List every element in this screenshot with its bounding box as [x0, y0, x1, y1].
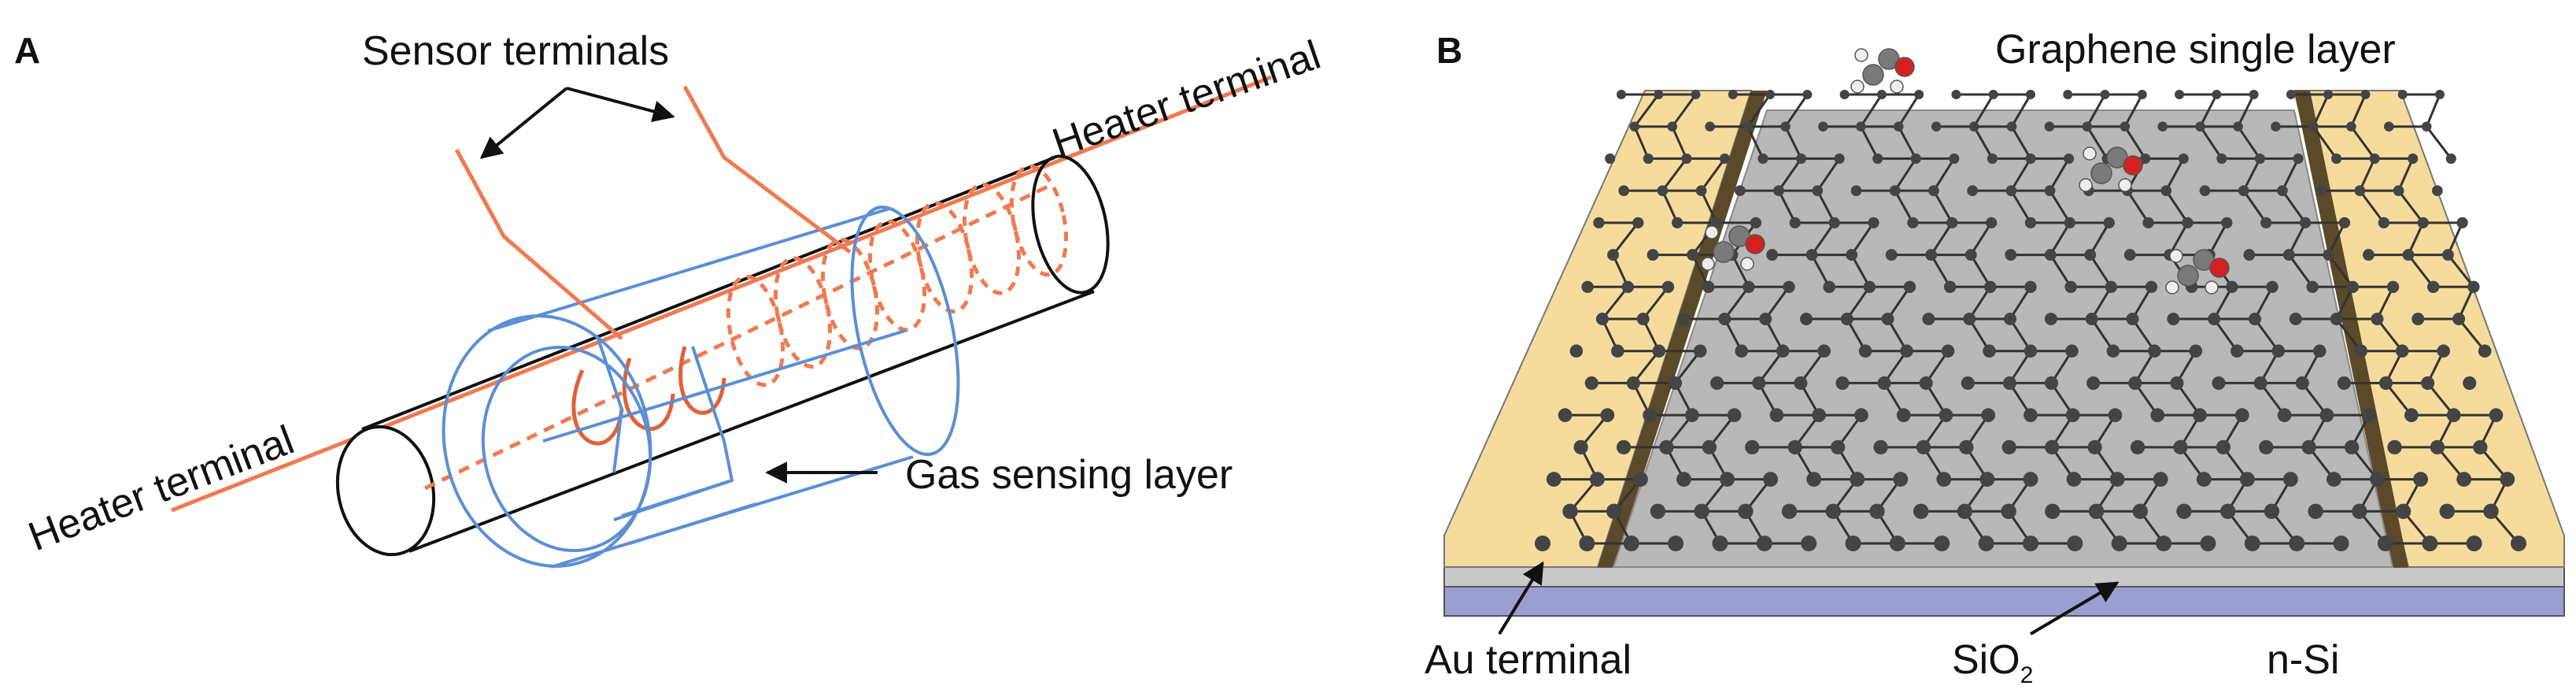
coil-guide-lines [423, 183, 1052, 491]
panel-a-letter: A [14, 30, 40, 71]
sensor-terminals-label: Sensor terminals [362, 28, 669, 74]
sio2-label: SiO2 [1952, 637, 2033, 688]
adsorbed-molecule [2165, 249, 2230, 295]
sensor-terminals-arrows [479, 87, 675, 159]
heater-terminal-left-label: Heater terminal [23, 417, 301, 561]
adsorbed-molecule [1850, 48, 1915, 94]
coil-loop [1009, 164, 1069, 277]
heater-coil [726, 164, 1069, 387]
ceramic-tube [335, 154, 1110, 557]
au-terminal-label: Au terminal [1425, 637, 1632, 683]
panel-b-letter: B [1436, 30, 1462, 71]
adsorbed-molecule [1701, 225, 1765, 271]
sensor-terminal-wires [454, 85, 852, 340]
heater-terminal-right-label: Heater terminal [1047, 32, 1326, 167]
graphene-lattice [1535, 90, 2526, 551]
au-terminal-right-wall [2294, 91, 2408, 567]
lattice-atoms [1535, 90, 2526, 551]
graphene-single-layer-label: Graphene single layer [1995, 27, 2396, 72]
n-si-label: n-Si [2267, 637, 2339, 683]
gas-sensing-layer-label: Gas sensing layer [905, 452, 1233, 498]
n-si-layer [1443, 586, 2565, 617]
adsorbed-molecule [2079, 146, 2143, 192]
panel-b: B Graphene single layer Au terminal SiO2… [1425, 27, 2565, 688]
au-terminal-arrow [1498, 561, 1544, 636]
sio2-arrow [2029, 581, 2120, 636]
adsorbed-molecules [1701, 48, 2230, 295]
sio2-layer [1443, 566, 2565, 588]
panel-a: A [14, 28, 1326, 569]
gas-sensing-layer-shape [442, 205, 960, 569]
